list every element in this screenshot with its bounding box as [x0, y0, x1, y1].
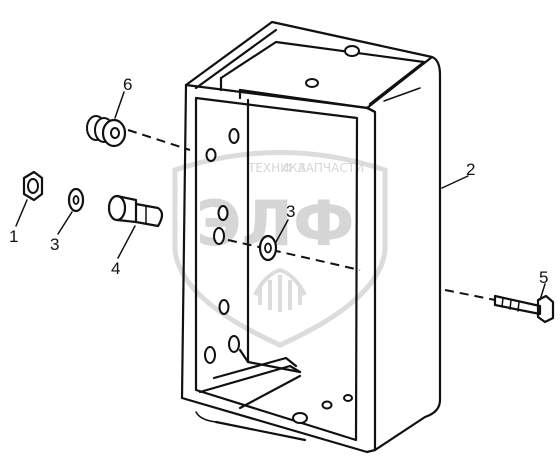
wheat-emblem-icon — [253, 267, 307, 312]
nut-part — [22, 170, 44, 202]
callout-3-right: 3 — [286, 202, 295, 221]
watermark-right-text: ЗАПЧАСТИ — [298, 161, 364, 175]
stud-part — [107, 194, 164, 228]
watermark-top-text: ТЕХНИКА — [247, 161, 307, 175]
housing-box — [180, 20, 442, 454]
leader-lines — [15, 91, 546, 301]
callout-2: 2 — [466, 160, 475, 179]
callout-4: 4 — [111, 259, 120, 278]
assembly-lines — [127, 129, 496, 301]
washer-part-right — [258, 234, 278, 262]
callout-6: 6 — [123, 75, 132, 94]
callout-labels: 6 1 3 4 3 2 5 — [9, 75, 548, 287]
callout-3-left: 3 — [50, 235, 59, 254]
callout-1: 1 — [9, 227, 18, 246]
callout-5: 5 — [539, 268, 548, 287]
watermark: ТЕХНИКА ⚙ ЗАПЧАСТИ ЭЛФ — [172, 150, 388, 348]
watermark-gear-icon: ⚙ — [282, 161, 293, 175]
bolt-part — [493, 294, 555, 324]
washer-part-left — [67, 187, 85, 213]
grommet-part — [86, 115, 127, 148]
